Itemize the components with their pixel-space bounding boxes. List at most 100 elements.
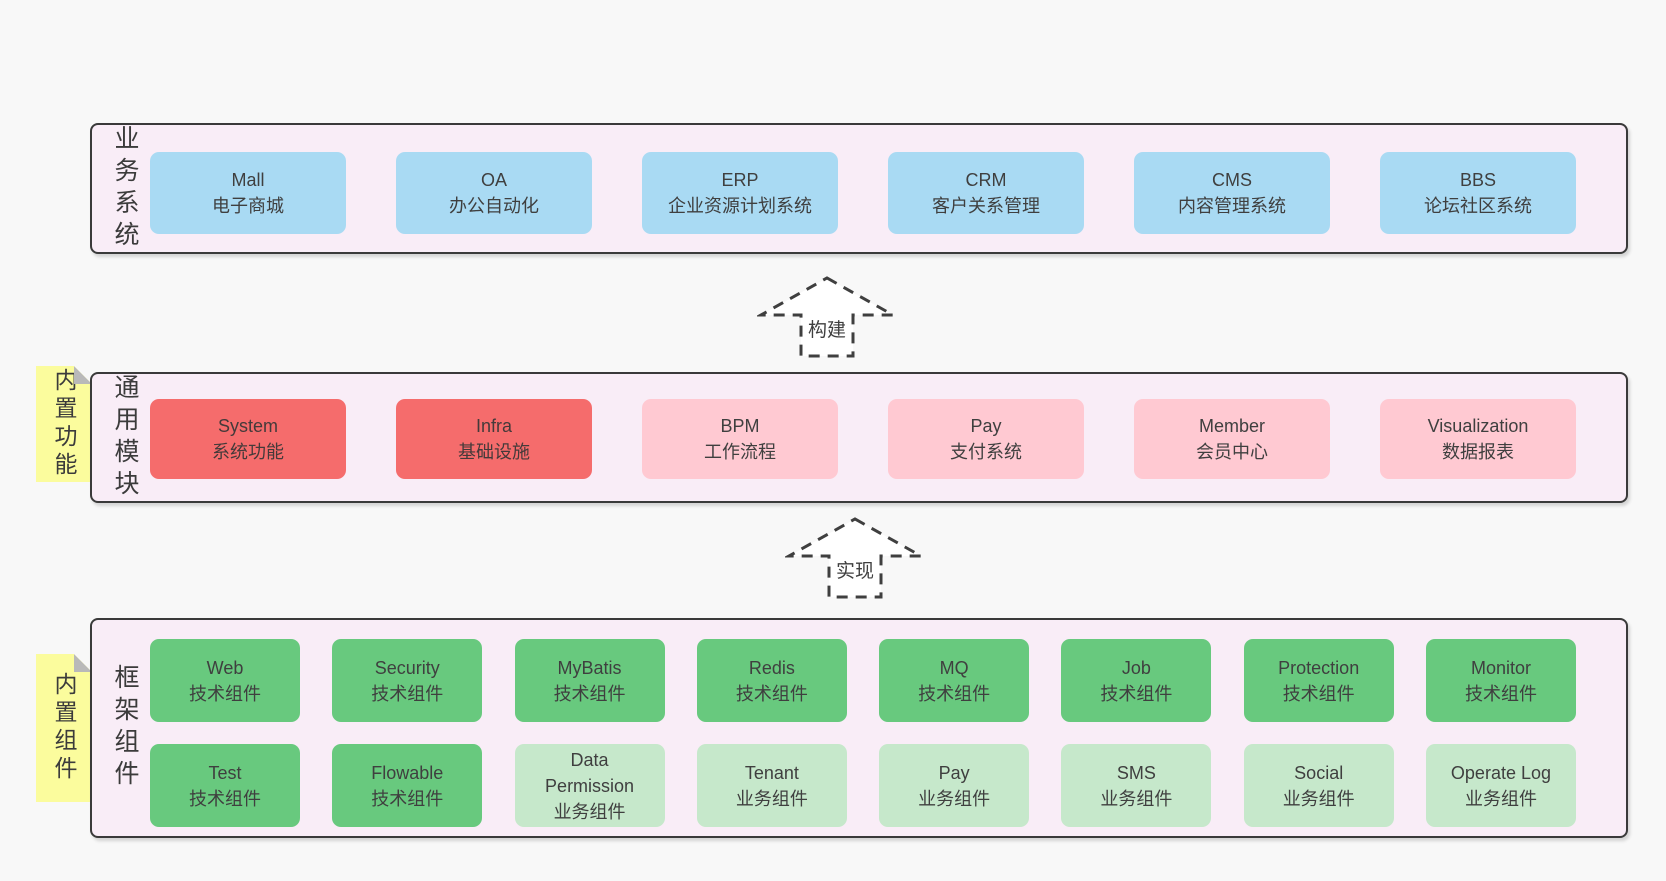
box-title: MyBatis bbox=[557, 657, 622, 678]
box-title: Social bbox=[1294, 762, 1344, 783]
box-subtitle: 技术组件 bbox=[1282, 683, 1355, 704]
box-subtitle: 业务组件 bbox=[918, 788, 991, 809]
section-business-systems: 业务系统 Mall 电子商城 OA 办公自动化 ERP 企业资源计划系统 CRM… bbox=[90, 123, 1628, 254]
box-subtitle: 业务组件 bbox=[735, 788, 808, 809]
box-title: Redis bbox=[748, 657, 795, 678]
box-title: CMS bbox=[1212, 170, 1252, 190]
sticky-note-text: 内置功能 bbox=[51, 368, 77, 480]
box-subtitle: 工作流程 bbox=[704, 442, 776, 462]
box-title: OA bbox=[480, 170, 507, 190]
box-visualization: Visualization 数据报表 bbox=[1380, 399, 1576, 479]
section-framework-components: 框架组件 Web 技术组件 Security 技术组件 MyBatis 技术组件… bbox=[90, 618, 1628, 838]
box-subtitle: 内容管理系统 bbox=[1178, 196, 1286, 216]
box-title: Test bbox=[208, 762, 242, 783]
box-subtitle: 技术组件 bbox=[918, 683, 991, 704]
box-subtitle: 业务组件 bbox=[553, 801, 626, 822]
box-subtitle: 业务组件 bbox=[1464, 788, 1537, 809]
box-title: Job bbox=[1121, 657, 1151, 678]
section-label: 框架组件 bbox=[111, 664, 139, 792]
box-erp: ERP 企业资源计划系统 bbox=[642, 152, 838, 234]
box-subtitle: 业务组件 bbox=[1100, 788, 1173, 809]
section-label: 通用模块 bbox=[111, 373, 139, 502]
modules-box-row: System 系统功能 Infra 基础设施 BPM 工作流程 Pay 支付系统… bbox=[150, 399, 1576, 479]
box-title: BPM bbox=[720, 416, 760, 436]
box-title: BBS bbox=[1459, 170, 1497, 190]
business-box-row: Mall 电子商城 OA 办公自动化 ERP 企业资源计划系统 CRM 客户关系… bbox=[150, 152, 1576, 234]
section-label: 业务系统 bbox=[111, 124, 139, 253]
sticky-note-built-in-features: 内置功能 bbox=[36, 366, 92, 482]
box-subtitle: 电子商城 bbox=[212, 196, 284, 216]
box-cms: CMS 内容管理系统 bbox=[1134, 152, 1330, 234]
box-title: System bbox=[217, 416, 278, 436]
box-subtitle: 会员中心 bbox=[1196, 442, 1268, 462]
box-redis: Redis 技术组件 bbox=[696, 639, 847, 722]
box-subtitle: 技术组件 bbox=[1100, 683, 1173, 704]
box-system: System 系统功能 bbox=[150, 399, 346, 479]
build-arrow-icon: 构建 bbox=[757, 275, 897, 359]
box-title: Security bbox=[374, 657, 440, 678]
arrow-label: 构建 bbox=[804, 315, 850, 342]
box-subtitle: 技术组件 bbox=[189, 683, 261, 704]
box-infra: Infra 基础设施 bbox=[396, 399, 592, 479]
box-protection: Protection 技术组件 bbox=[1243, 639, 1394, 722]
box-subtitle: 办公自动化 bbox=[449, 196, 539, 216]
box-member: Member 会员中心 bbox=[1134, 399, 1330, 479]
box-title: MQ bbox=[939, 657, 969, 678]
box-subtitle: 系统功能 bbox=[212, 442, 284, 462]
box-monitor: Monitor 技术组件 bbox=[1425, 639, 1576, 722]
box-sms: SMS 业务组件 bbox=[1061, 744, 1212, 827]
box-data-permission: Data Permission 业务组件 bbox=[514, 744, 665, 827]
box-title: Member bbox=[1198, 416, 1265, 436]
box-subtitle: 支付系统 bbox=[950, 442, 1022, 462]
box-title: Tenant bbox=[744, 762, 799, 783]
box-subtitle: 技术组件 bbox=[735, 683, 808, 704]
box-pay-module: Pay 支付系统 bbox=[888, 399, 1084, 479]
box-subtitle: 论坛社区系统 bbox=[1424, 196, 1532, 216]
box-title: Web bbox=[206, 657, 244, 678]
components-box-row-1: Web 技术组件 Security 技术组件 MyBatis 技术组件 Redi… bbox=[150, 639, 1576, 722]
box-title: CRM bbox=[965, 170, 1007, 190]
box-title: Operate Log bbox=[1450, 762, 1551, 783]
box-mybatis: MyBatis 技术组件 bbox=[514, 639, 665, 722]
box-tenant: Tenant 业务组件 bbox=[696, 744, 847, 827]
box-subtitle: 数据报表 bbox=[1442, 442, 1514, 462]
box-security: Security 技术组件 bbox=[332, 639, 483, 722]
box-title: SMS bbox=[1116, 762, 1156, 783]
box-oa: OA 办公自动化 bbox=[396, 152, 592, 234]
box-title: Data Permission bbox=[545, 749, 635, 796]
box-mall: Mall 电子商城 bbox=[150, 152, 346, 234]
box-crm: CRM 客户关系管理 bbox=[888, 152, 1084, 234]
sticky-note-text: 内置组件 bbox=[51, 672, 77, 784]
box-flowable: Flowable 技术组件 bbox=[332, 744, 483, 827]
box-bpm: BPM 工作流程 bbox=[642, 399, 838, 479]
box-subtitle: 技术组件 bbox=[1464, 683, 1537, 704]
box-subtitle: 技术组件 bbox=[371, 683, 444, 704]
box-subtitle: 技术组件 bbox=[371, 788, 444, 809]
box-title: Pay bbox=[970, 416, 1002, 436]
box-bbs: BBS 论坛社区系统 bbox=[1380, 152, 1576, 234]
implement-arrow-icon: 实现 bbox=[785, 516, 925, 600]
box-subtitle: 业务组件 bbox=[1282, 788, 1355, 809]
box-title: Pay bbox=[938, 762, 970, 783]
box-subtitle: 基础设施 bbox=[458, 442, 530, 462]
arrow-label: 实现 bbox=[832, 556, 878, 583]
sticky-note-built-in-components: 内置组件 bbox=[36, 654, 92, 802]
box-title: ERP bbox=[721, 170, 759, 190]
box-social: Social 业务组件 bbox=[1243, 744, 1394, 827]
box-title: Visualization bbox=[1427, 416, 1529, 436]
box-pay-component: Pay 业务组件 bbox=[879, 744, 1030, 827]
box-title: Monitor bbox=[1470, 657, 1531, 678]
box-subtitle: 技术组件 bbox=[553, 683, 626, 704]
section-common-modules: 通用模块 System 系统功能 Infra 基础设施 BPM 工作流程 Pay… bbox=[90, 372, 1628, 503]
box-subtitle: 客户关系管理 bbox=[932, 196, 1040, 216]
box-title: Flowable bbox=[371, 762, 444, 783]
box-web: Web 技术组件 bbox=[150, 639, 300, 722]
box-job: Job 技术组件 bbox=[1061, 639, 1212, 722]
box-subtitle: 技术组件 bbox=[189, 788, 261, 809]
components-box-row-2: Test 技术组件 Flowable 技术组件 Data Permission … bbox=[150, 744, 1576, 827]
box-test: Test 技术组件 bbox=[150, 744, 300, 827]
box-title: Protection bbox=[1278, 657, 1360, 678]
box-operate-log: Operate Log 业务组件 bbox=[1425, 744, 1576, 827]
box-title: Mall bbox=[231, 170, 265, 190]
